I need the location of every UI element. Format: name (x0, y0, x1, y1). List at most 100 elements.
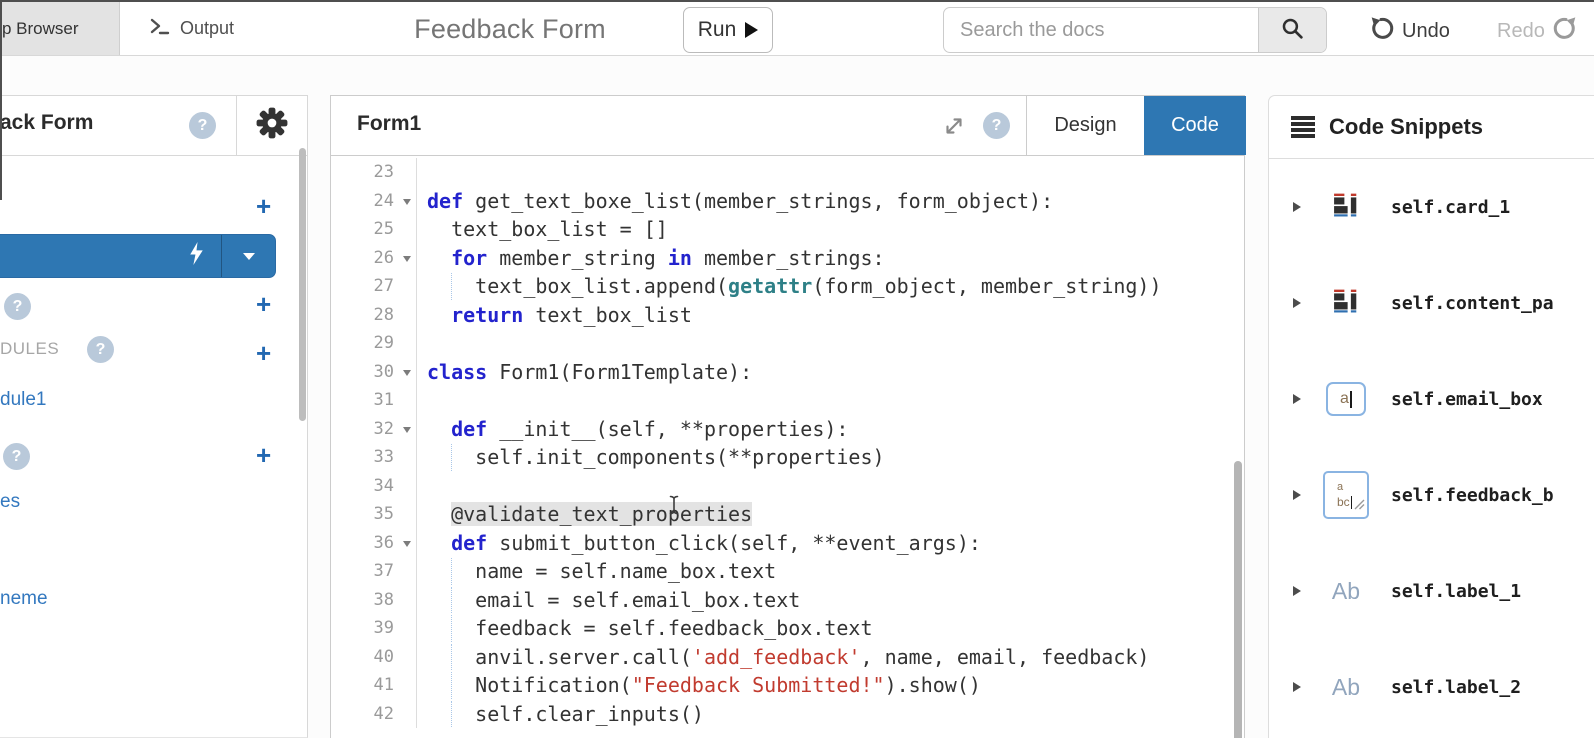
chevron-right-icon[interactable] (1293, 586, 1301, 596)
code-line[interactable]: 25 text_box_list = [] (331, 215, 1244, 244)
code-text: class Form1(Form1Template): (427, 359, 753, 384)
code-text (417, 386, 1244, 415)
code-line[interactable]: 24 def get_text_boxe_list(member_strings… (331, 186, 1244, 215)
help-icon[interactable]: ? (87, 336, 114, 363)
label-icon: Ab (1331, 673, 1361, 700)
code-text: self.init_components(**properties) (417, 443, 1244, 472)
sidebar-item-services[interactable]: es (0, 491, 21, 512)
tab-app-browser[interactable]: p Browser (0, 2, 120, 55)
expand-icon[interactable] (941, 113, 967, 144)
code-line[interactable]: 27 text_box_list.append(getattr(form_obj… (331, 272, 1244, 301)
code-line[interactable]: 26 for member_string in member_strings: (331, 243, 1244, 272)
code-line[interactable]: 33 self.init_components(**properties) (331, 443, 1244, 472)
chevron-right-icon[interactable] (1293, 490, 1301, 500)
sidebar-item-module1[interactable]: dule1 (0, 389, 47, 410)
code-line[interactable]: 29 (331, 329, 1244, 358)
fold-arrow-icon[interactable] (403, 540, 411, 547)
tab-output[interactable]: Output (120, 2, 263, 55)
editor-panel: Form1 ? Design Code 23 24 def get_text_b… (330, 95, 1246, 738)
line-number: 40 (373, 646, 394, 667)
snippet-label: self.content_pa (1391, 292, 1554, 314)
snippet-row[interactable]: Ab self.label_2 (1269, 639, 1594, 735)
help-icon[interactable]: ? (3, 443, 30, 470)
line-number: 23 (373, 162, 394, 183)
code-lines: 23 24 def get_text_boxe_list(member_stri… (331, 158, 1244, 728)
code-text: def get_text_boxe_list(member_strings, f… (427, 188, 1054, 213)
line-number: 30 (373, 361, 394, 382)
tab-code[interactable]: Code (1144, 96, 1246, 155)
line-number: 35 (373, 504, 394, 525)
code-text (417, 158, 1244, 187)
editor-header: Form1 ? Design Code (331, 96, 1246, 156)
fold-arrow-icon[interactable] (403, 198, 411, 205)
form-title: Form1 (357, 112, 422, 135)
search-input[interactable] (944, 8, 1258, 52)
app-title: Feedback Form (414, 14, 606, 44)
code-line[interactable]: 39 feedback = self.feedback_box.text (331, 614, 1244, 643)
topbar: p Browser Output Feedback Form Run (0, 0, 1594, 56)
line-number: 41 (373, 675, 394, 696)
undo-icon (1368, 15, 1394, 47)
code-line[interactable]: 40 anvil.server.call('add_feedback', nam… (331, 642, 1244, 671)
help-icon[interactable]: ? (189, 112, 216, 139)
snippet-row[interactable]: a self.email_box (1269, 351, 1594, 447)
snippet-row[interactable]: self.content_pa (1269, 255, 1594, 351)
form-item-dropdown[interactable] (221, 235, 275, 277)
selected-form-item[interactable] (0, 234, 276, 278)
add-server-module-button[interactable]: + (256, 440, 272, 470)
terminal-prompt-icon (148, 16, 170, 41)
gear-icon (256, 107, 288, 144)
code-line[interactable]: 38 email = self.email_box.text (331, 585, 1244, 614)
app-name-label: ack Form (0, 111, 94, 134)
code-text (417, 329, 1244, 358)
add-module-button[interactable]: + (256, 338, 272, 368)
code-text: text_box_list = [] (427, 217, 668, 241)
help-icon[interactable]: ? (983, 112, 1010, 139)
undo-button[interactable]: Undo (1368, 15, 1450, 47)
code-line[interactable]: 41 Notification("Feedback Submitted!").s… (331, 671, 1244, 700)
sidebar-scrollbar[interactable] (299, 148, 306, 421)
code-line[interactable]: 35 @validate_text_properties (331, 500, 1244, 529)
code-line[interactable]: 32 def __init__(self, **properties): (331, 414, 1244, 443)
help-icon[interactable]: ? (4, 293, 31, 320)
fold-arrow-icon[interactable] (403, 426, 411, 433)
code-line[interactable]: 31 (331, 386, 1244, 415)
sidebar-item-theme[interactable]: neme (0, 588, 48, 609)
code-line[interactable]: 30 class Form1(Form1Template): (331, 357, 1244, 386)
run-button-label: Run (697, 18, 737, 41)
chevron-right-icon[interactable] (1293, 394, 1301, 404)
snippet-row[interactable]: self.card_1 (1269, 159, 1594, 255)
chevron-right-icon[interactable] (1293, 682, 1301, 692)
add-form-button[interactable]: + (256, 191, 272, 221)
chevron-right-icon[interactable] (1293, 298, 1301, 308)
redo-icon (1553, 15, 1579, 47)
code-line[interactable]: 37 name = self.name_box.text (331, 557, 1244, 586)
code-line[interactable]: 28 return text_box_list (331, 300, 1244, 329)
code-snippets-title: Code Snippets (1329, 114, 1484, 139)
code-line[interactable]: 34 (331, 471, 1244, 501)
tab-design[interactable]: Design (1026, 96, 1144, 155)
search-button[interactable] (1258, 8, 1326, 52)
fold-arrow-icon[interactable] (403, 255, 411, 262)
snippet-label: self.card_1 (1391, 196, 1511, 218)
add-item-button[interactable]: + (256, 289, 272, 319)
code-line[interactable]: 42 self.clear_inputs() (331, 699, 1244, 728)
run-button[interactable]: Run (683, 7, 773, 53)
line-number: 26 (373, 247, 394, 268)
play-icon (745, 22, 759, 38)
code-snippets-header: Code Snippets (1269, 96, 1594, 159)
snippet-list: self.card_1 self.content_pa (1269, 159, 1594, 735)
chevron-right-icon[interactable] (1293, 202, 1301, 212)
code-line[interactable]: 36 def submit_button_click(self, **event… (331, 528, 1244, 557)
fold-arrow-icon[interactable] (403, 369, 411, 376)
editor-scrollbar[interactable] (1234, 461, 1242, 738)
snippet-row[interactable]: a bc self.feedback_b (1269, 447, 1594, 543)
column-panel-icon (1332, 288, 1360, 319)
list-icon (1291, 116, 1315, 138)
redo-button[interactable]: Redo (1497, 15, 1579, 47)
code-text (417, 472, 1244, 501)
code-line[interactable]: 23 (331, 158, 1244, 187)
snippet-row[interactable]: Ab self.label_1 (1269, 543, 1594, 639)
settings-button[interactable] (236, 96, 307, 155)
text-box-icon: a (1326, 382, 1366, 416)
